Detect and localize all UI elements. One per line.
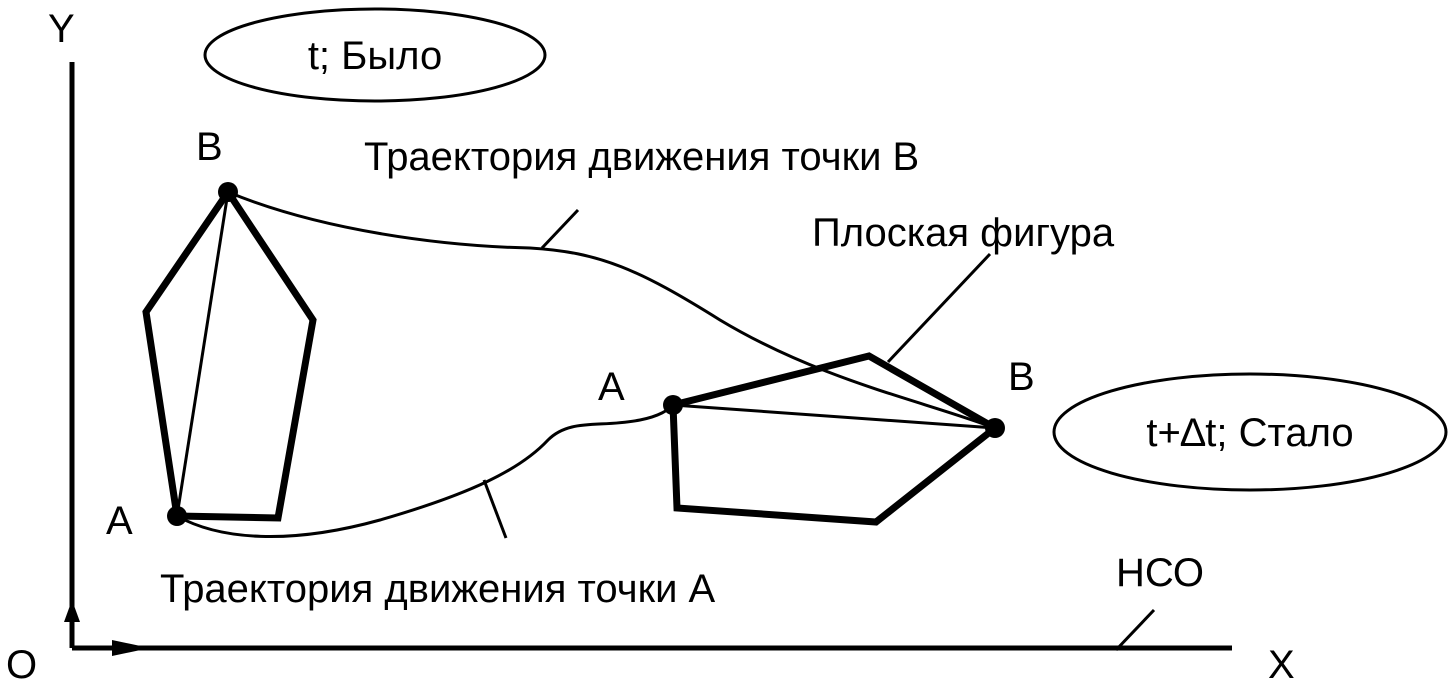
x-unit-arrowhead — [112, 640, 150, 656]
point-b-after — [985, 418, 1005, 438]
flat-figure-label: Плоская фигура — [812, 211, 1115, 255]
state-after-ellipse — [1052, 372, 1448, 492]
point-a-before — [167, 506, 187, 526]
trajectory-a-leader — [482, 479, 508, 539]
state-after-label: t+∆t; Стало — [1146, 411, 1353, 455]
figure-after-outline — [669, 352, 1002, 526]
x-axis-label: X — [1268, 643, 1295, 684]
point-b-after-label: B — [1008, 355, 1035, 399]
trajectory-b-leader — [540, 208, 580, 250]
point-a-after — [663, 395, 683, 415]
state-before-ellipse — [203, 7, 547, 103]
y-unit-arrowhead — [64, 600, 80, 622]
point-a-before-label: A — [106, 499, 133, 543]
state-before: t; Было — [203, 7, 547, 103]
frame-label: НСО — [1116, 551, 1204, 595]
origin-label: O — [6, 643, 37, 684]
coordinate-axes — [64, 62, 1232, 656]
y-axis-label: Y — [48, 7, 75, 51]
point-a-after-label: A — [598, 365, 625, 409]
state-after: t+∆t; Стало — [1052, 372, 1448, 492]
frame-leader-line — [1114, 608, 1156, 652]
point-b-before — [218, 182, 238, 202]
figure-before — [142, 182, 317, 526]
figure-after — [663, 352, 1005, 526]
figure-after-segment-ab — [672, 403, 996, 430]
trajectory-b-curve — [227, 190, 996, 430]
figure-before-outline — [142, 185, 317, 522]
point-b-before-label: B — [196, 125, 223, 169]
trajectory-a-label: Траектория движения точки A — [160, 567, 716, 611]
trajectory-a-curve — [176, 403, 675, 539]
trajectory-b-label: Траектория движения точки B — [364, 135, 919, 179]
figure-before-segment-ab — [175, 191, 230, 517]
flat-figure-leader — [886, 252, 992, 364]
state-before-label: t; Было — [308, 34, 442, 78]
